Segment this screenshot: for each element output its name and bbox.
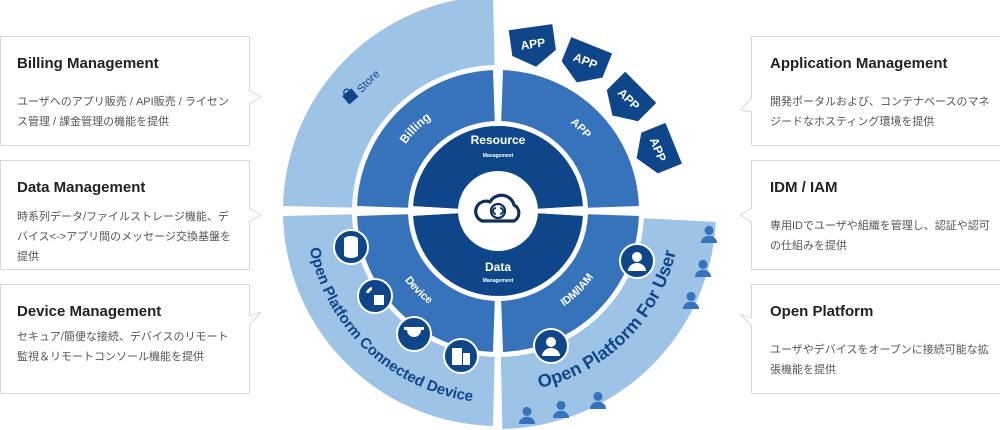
core-resource-title: Resource <box>471 133 526 147</box>
card-desc: セキュア/簡便な接続、デバイスのリモート監視＆リモートコンソール機能を提供 <box>17 331 229 363</box>
ring-device <box>357 214 495 352</box>
user-icon-body <box>682 301 700 309</box>
ring-billing <box>357 70 495 208</box>
user-icon <box>518 406 536 424</box>
ring-app <box>501 70 639 208</box>
card-billing-management: Billing Management ユーザへのアプリ販売 / API販売 / … <box>0 36 250 146</box>
user-icon-head <box>593 391 603 401</box>
user-icon-body <box>552 410 570 418</box>
app-tag-shape <box>606 71 657 122</box>
card-pointer <box>249 312 261 326</box>
user-icon-body <box>628 263 646 271</box>
user-icon <box>694 259 712 277</box>
app-tag: APP <box>508 24 556 67</box>
app-tag: APP <box>606 71 657 122</box>
security-camera-icon <box>396 316 432 352</box>
user-icons-group <box>518 225 718 424</box>
user-icon-head <box>686 291 696 301</box>
core-resource-sub: Management <box>483 153 514 159</box>
core-center-disc <box>458 171 538 251</box>
user-idm-icon <box>619 243 655 279</box>
card-desc: 時系列データ/ファイルストレージ機能、デバイス<->アプリ間のメッセージ交換基盤… <box>17 211 231 263</box>
rings-group <box>283 0 716 429</box>
app-tag-shape <box>636 122 682 174</box>
user-icon <box>700 225 718 243</box>
user-icon-head <box>522 406 532 416</box>
user-icon-head <box>704 225 714 235</box>
user-icon-body <box>542 348 560 356</box>
smart-speaker-icon <box>333 229 369 265</box>
cloud-link-icon <box>474 193 521 223</box>
card-device-management: Device Management セキュア/簡便な接続、デバイスのリモート監視… <box>0 284 250 394</box>
core-data <box>413 213 583 296</box>
card-application-management: Application Management 開発ポータルおよび、コンテナベース… <box>751 36 1000 146</box>
card-title: Device Management <box>17 303 162 320</box>
mobile-devices-icon <box>443 338 479 374</box>
store-bag-icon <box>342 88 359 105</box>
core-resource <box>413 126 583 209</box>
app-tag: APP <box>636 122 682 174</box>
card-idm-iam: IDM / IAM 専用IDでユーザや組織を管理し、認証や認可の仕組みを提供 <box>751 160 1000 270</box>
user-icon-body <box>518 416 536 424</box>
card-open-platform: Open Platform ユーザやデバイスをオープンに接続可能な拡張機能を提供 <box>751 284 1000 394</box>
card-title: Data Management <box>17 179 146 196</box>
ring-store <box>283 0 495 208</box>
core-data-sub: Management <box>483 278 514 284</box>
card-pointer <box>740 208 752 222</box>
user-icon <box>682 291 700 309</box>
user-icon <box>589 391 607 409</box>
card-desc: ユーザやデバイスをオープンに接続可能な拡張機能を提供 <box>770 344 989 376</box>
user-icon-body <box>589 401 607 409</box>
user-icon-head <box>698 259 708 269</box>
user-icon-head <box>546 337 556 347</box>
card-pointer <box>249 90 261 104</box>
device-icons-group <box>333 229 479 374</box>
card-desc: ユーザへのアプリ販売 / API販売 / ライセンス管理 / 課金管理の機能を提… <box>17 96 229 128</box>
card-pointer <box>740 313 752 326</box>
wireless-device-icon <box>357 278 393 314</box>
card-desc: 開発ポータルおよび、コンテナベースのマネジードなホスティング環境を提供 <box>770 96 990 128</box>
card-title: Application Management <box>770 55 948 72</box>
ring-connected-device <box>283 214 495 426</box>
core-data-title: Data <box>485 260 511 274</box>
app-tag-shape <box>561 37 613 83</box>
card-pointer <box>740 98 752 112</box>
device-icon-glyph <box>366 287 384 305</box>
user-icon-body <box>700 235 718 243</box>
user-icon-head <box>556 400 566 410</box>
card-desc: 専用IDでユーザや組織を管理し、認証や認可の仕組みを提供 <box>770 220 990 252</box>
device-icon-glyph <box>404 327 424 337</box>
app-tag-label: APP <box>520 35 546 52</box>
card-title: Billing Management <box>17 55 159 72</box>
device-icon-glyph <box>344 236 358 258</box>
app-tag-shape <box>508 24 556 67</box>
user-icon-head <box>632 252 642 262</box>
card-title: Open Platform <box>770 303 874 320</box>
user-icon-body <box>694 269 712 277</box>
user-icon <box>552 400 570 418</box>
user-idm-icon <box>533 328 569 364</box>
ring-idm-iam <box>501 214 639 352</box>
card-title: IDM / IAM <box>770 179 838 196</box>
app-tag: APP <box>561 37 613 83</box>
card-pointer <box>249 208 261 222</box>
device-icon-glyph <box>452 348 470 365</box>
card-data-management: Data Management 時系列データ/ファイルストレージ機能、デバイス<… <box>0 160 250 270</box>
ring-open-platform-user <box>500 218 716 429</box>
